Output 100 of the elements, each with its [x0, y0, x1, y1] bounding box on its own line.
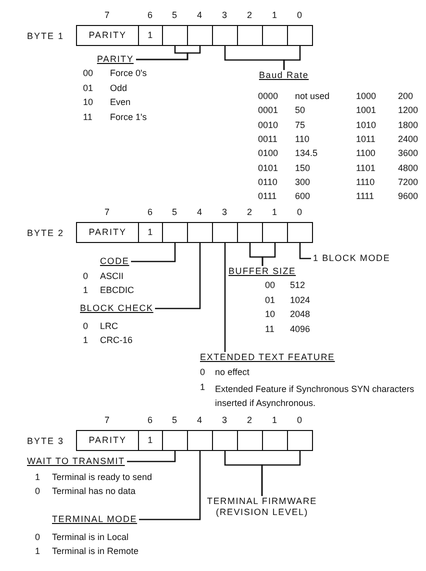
field-heading: PARITY: [97, 54, 134, 65]
value-description: Terminal is in Remote: [52, 546, 139, 557]
register-bit-cell: [212, 25, 238, 46]
bit-number: 4: [197, 10, 202, 21]
bit-code: 0: [83, 321, 88, 332]
field-heading: BUFFER SIZE: [228, 266, 296, 277]
leader-line: [283, 46, 301, 70]
field-heading: 1 BLOCK MODE: [313, 253, 390, 264]
baud-value: 600: [295, 191, 310, 202]
bit-code: 0001: [258, 105, 278, 116]
bit-code: 11: [83, 112, 92, 122]
bit-code: 1000: [356, 91, 376, 102]
leader-line: [262, 243, 276, 266]
bit-code: 0: [83, 271, 88, 282]
bit-code: 1: [83, 285, 88, 296]
bit-code: 01: [265, 294, 276, 306]
bit-code: 00: [83, 68, 94, 79]
bit-number: 3: [222, 10, 228, 21]
bit-number: 6: [148, 10, 153, 21]
register-bit-cell: [162, 25, 188, 46]
field-heading: BLOCK CHECK: [80, 303, 154, 314]
bit-number: 3: [222, 415, 228, 426]
bit-code: 1100: [356, 148, 376, 160]
bit-code: 11: [265, 324, 274, 334]
value-description: Terminal is ready to send: [52, 472, 152, 483]
bit-number: 7: [104, 415, 110, 426]
register-bit-cell: [262, 25, 288, 46]
value-description: 512: [290, 280, 306, 291]
register-bit-cell: [187, 222, 214, 243]
leader-line: [136, 46, 201, 60]
bit-code: 1: [35, 546, 40, 557]
bit-code: 00: [265, 280, 276, 291]
bit-code: 0: [35, 486, 40, 497]
value-description: Force 1's: [110, 112, 147, 122]
bit-code: 1101: [356, 162, 376, 174]
leader-line: [299, 243, 311, 260]
bit-number: 2: [247, 207, 252, 218]
bit-number: 2: [247, 415, 252, 426]
register-field-cell: 1: [138, 430, 164, 451]
bit-number: 4: [197, 415, 202, 426]
value-description: LRC: [100, 321, 118, 332]
register-bit-cell: [287, 430, 314, 451]
byte-label: BYTE 1: [27, 31, 64, 42]
bit-code: 1010: [356, 120, 376, 131]
field-heading: CODE: [100, 256, 130, 267]
leader-line: [224, 243, 226, 352]
bit-code: 1: [35, 472, 40, 483]
register-bit-cell: [162, 430, 188, 451]
bit-number: 2: [247, 10, 252, 21]
bit-code: 0111: [258, 191, 277, 202]
baud-value: 134.5: [295, 148, 318, 160]
register-bit-cell: [287, 222, 314, 243]
leader-line: [131, 243, 176, 262]
register-bit-cell: [212, 430, 238, 451]
register-bit-cell: [262, 430, 288, 451]
register-field-cell: 1: [138, 222, 164, 243]
bit-code: 0100: [258, 148, 278, 160]
baud-value: 3600: [398, 148, 418, 160]
register-bit-cell: [262, 222, 288, 243]
byte-label: BYTE 3: [27, 436, 64, 447]
bit-code: 1001: [356, 105, 376, 116]
register-field-cell: PARITY: [76, 25, 140, 46]
value-description: Even: [110, 97, 131, 108]
baud-value: 50: [295, 105, 306, 116]
bit-code: 0: [35, 532, 40, 543]
register-bit-cell: [212, 222, 238, 243]
bit-number: 1: [272, 415, 278, 426]
baud-value: 200: [398, 91, 414, 102]
baud-value: 110: [295, 134, 310, 145]
bit-code: 1011: [356, 134, 376, 145]
leader-line: [261, 451, 301, 496]
baud-value: 2400: [398, 134, 418, 145]
bit-code: 0: [200, 367, 206, 378]
bit-code: 1: [200, 382, 206, 393]
bit-number: 6: [148, 207, 153, 218]
bit-number: 7: [104, 10, 110, 21]
register-bit-cell: [237, 222, 264, 243]
value-description: EBCDIC: [100, 285, 134, 296]
bit-number: 1: [272, 207, 278, 218]
bit-number: 7: [104, 207, 110, 218]
bit-code: 1110: [356, 176, 375, 188]
bit-number: 4: [197, 207, 202, 218]
bit-number: 3: [222, 207, 228, 218]
bit-code: 1111: [356, 191, 374, 202]
value-description: CRC-16: [100, 335, 133, 346]
bit-code: 0101: [258, 162, 278, 174]
bit-code: 0011: [258, 134, 278, 145]
bit-code: 01: [83, 82, 94, 94]
value-description: 1024: [290, 294, 310, 306]
value-description: Force 0's: [110, 68, 147, 79]
field-heading: WAIT TO TRANSMIT: [27, 456, 125, 467]
register-field-cell: PARITY: [76, 222, 140, 243]
baud-value: 1200: [398, 105, 418, 116]
bit-number: 0: [297, 415, 302, 426]
bit-number: 5: [172, 207, 178, 218]
leader-line: [155, 243, 201, 310]
register-bit-cell: [287, 25, 314, 46]
bit-number: 0: [297, 10, 302, 21]
value-description: Terminal has no data: [52, 486, 136, 497]
baud-value: 4800: [398, 162, 418, 174]
